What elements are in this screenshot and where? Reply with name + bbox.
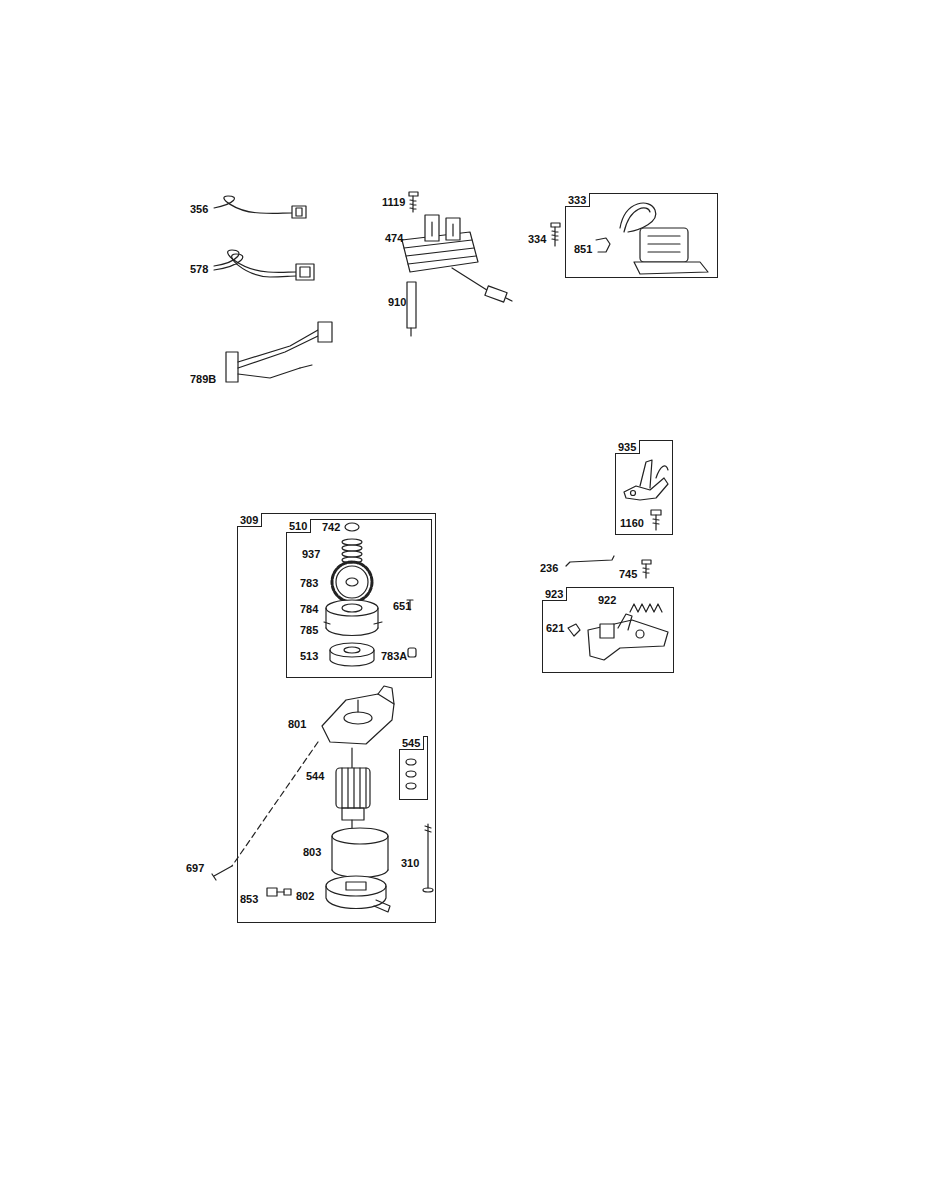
callout-number: 621 xyxy=(546,622,564,634)
clip xyxy=(596,238,610,252)
control-plate xyxy=(588,614,668,660)
motor-housing xyxy=(332,828,388,878)
part-group-box: 510 742 937 783 784 785 513 651 783A xyxy=(286,519,432,678)
callout-number: 236 xyxy=(540,562,558,574)
part-group-box: 333 851 xyxy=(565,193,718,278)
link-rod xyxy=(566,556,614,566)
callout-number: 742 xyxy=(322,521,340,533)
callout-number: 1119 xyxy=(382,196,405,208)
callout-number: 801 xyxy=(288,718,306,730)
bracket xyxy=(624,460,668,500)
brush-set xyxy=(267,888,291,896)
callout-number: 651 xyxy=(393,600,411,612)
callout-number: 785 xyxy=(300,624,318,636)
part-group-box: 923 922 621 xyxy=(542,587,674,673)
group-number: 935 xyxy=(615,440,640,454)
nut xyxy=(408,648,416,657)
callout-number: 783A xyxy=(381,650,407,662)
starter-motor-group: 3098015448033108538025107429377837847855… xyxy=(237,513,436,923)
bolt xyxy=(551,223,560,246)
callout-number: 745 xyxy=(619,568,637,580)
spring xyxy=(630,604,662,612)
clip xyxy=(568,624,580,636)
armature xyxy=(336,748,370,828)
bolt xyxy=(212,742,318,880)
group-number: 510 xyxy=(286,519,311,533)
callout-number: 513 xyxy=(300,650,318,662)
group-number: 309 xyxy=(237,513,262,527)
part-group-box: 545 xyxy=(399,736,428,800)
callout-number: 789B xyxy=(190,373,216,385)
commutator-end-cap xyxy=(326,876,390,912)
clutch-base xyxy=(330,643,374,666)
callout-number: 474 xyxy=(385,232,403,244)
spacer xyxy=(407,282,416,336)
ignition-armature xyxy=(402,215,512,302)
wire-harness xyxy=(226,322,332,382)
ignition-coil xyxy=(620,203,708,274)
part-group-box: 935 1160 xyxy=(615,440,673,535)
pinion-gear xyxy=(332,562,372,602)
washer-set xyxy=(406,759,416,789)
screw xyxy=(409,192,418,212)
callout-number: 922 xyxy=(598,594,616,606)
wire-lead xyxy=(214,250,314,280)
callout-number: 578 xyxy=(190,263,208,275)
callout-number: 802 xyxy=(296,890,314,902)
group-number: 333 xyxy=(565,193,590,207)
screw xyxy=(642,560,651,578)
callout-number: 697 xyxy=(186,862,204,874)
wire-lead xyxy=(214,196,306,218)
callout-number: 853 xyxy=(240,893,258,905)
group-number: 923 xyxy=(542,587,567,601)
callout-number: 937 xyxy=(302,548,320,560)
clutch-housing xyxy=(324,600,382,636)
callout-number: 784 xyxy=(300,603,318,615)
callout-number: 783 xyxy=(300,577,318,589)
callout-number: 803 xyxy=(303,846,321,858)
drive-end-cap xyxy=(322,686,394,744)
callout-number: 356 xyxy=(190,203,208,215)
callout-number: 851 xyxy=(574,243,592,255)
group-number: 545 xyxy=(399,736,424,750)
screw xyxy=(651,510,661,530)
through-bolt xyxy=(423,824,433,892)
spring xyxy=(342,539,362,563)
callout-number: 310 xyxy=(401,857,419,869)
retaining-clip xyxy=(345,523,359,531)
callout-number: 334 xyxy=(528,233,546,245)
callout-number: 544 xyxy=(306,770,324,782)
callout-number: 1160 xyxy=(620,517,644,529)
callout-number: 910 xyxy=(388,296,406,308)
